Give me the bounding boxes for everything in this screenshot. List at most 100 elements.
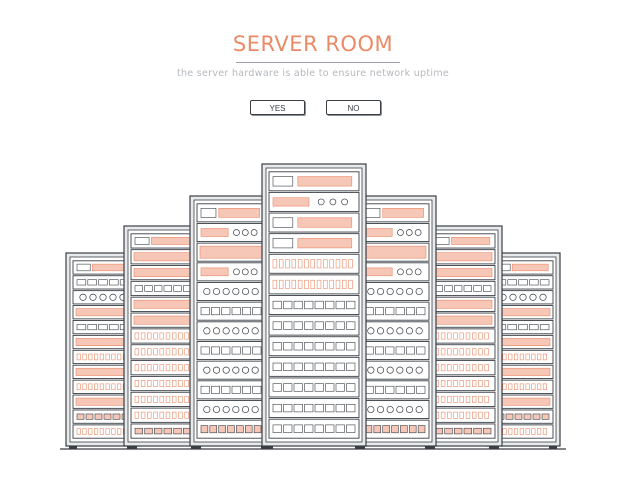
yes-button[interactable]: YES [250,100,305,115]
drive-slot [293,300,303,310]
vent-slot [153,364,158,372]
vent-slot [329,259,334,269]
vent-slot [153,348,158,356]
vent-slot [140,411,146,419]
indicator-light [367,405,375,414]
drive-slot [346,300,356,310]
drive-slot [272,383,282,392]
vent-slot [159,380,164,387]
drive-slot [293,424,303,433]
drive-slot [244,425,253,434]
drive-slot [539,324,550,331]
vent-slot [285,259,290,269]
vent-slot [99,428,104,435]
vent-slot [514,383,519,391]
vent-slot [159,348,164,356]
knob [405,229,413,236]
vent-slot [447,395,452,403]
vent-slot [82,428,87,435]
unit-panel [451,237,491,245]
vent-slot [478,395,483,403]
drive-slot [325,403,335,413]
drive-slot [272,321,282,330]
rack-foot [425,446,433,449]
rack-unit [268,356,360,377]
rack-unit [268,377,360,398]
vent-slot [519,353,524,361]
drive-slot [529,324,539,331]
drive-slot [483,285,492,292]
drive-slot [242,307,251,316]
unit-label [272,217,294,228]
indicator-light [212,405,221,414]
rack-unit [268,336,360,357]
vent-slot [447,348,452,356]
drive-slot [283,300,293,310]
indicator-light [415,366,423,374]
drive-slot [375,346,384,355]
drive-slot [304,342,314,351]
drive-slot [416,307,426,316]
drive-slot [314,362,324,371]
vent-slot [184,332,189,340]
vent-slot [178,411,183,419]
vent-slot [453,348,458,356]
knob [250,268,258,276]
drive-slot [382,425,390,434]
drive-slot [473,285,482,292]
knob [233,229,240,236]
unit-panel [218,208,260,218]
drive-slot [375,385,384,394]
vent-slot [440,395,446,403]
drive-slot [134,427,143,435]
drive-slot [200,307,210,316]
drive-slot [507,279,517,286]
vent-slot [440,332,446,340]
no-button[interactable]: NO [326,100,381,115]
vent-slot [465,395,471,403]
drive-slot [304,424,314,433]
vent-slot [329,279,334,289]
vent-slot [453,364,458,372]
unit-panel [364,267,393,277]
drive-slot [463,427,472,435]
vent-slot [134,380,140,387]
drive-slot [325,321,335,330]
drive-slot [391,425,399,434]
vent-slot [88,428,93,435]
unit-panel [272,197,310,207]
indicator-light [539,293,547,301]
knob [414,268,422,276]
unit-label [272,238,294,249]
vent-slot [111,353,116,361]
drive-slot [252,346,262,355]
unit-panel [75,367,131,376]
drive-slot [293,342,303,351]
vent-slot [134,411,140,419]
drive-slot [395,385,405,394]
unit-panel [297,238,353,249]
vent-slot [342,279,347,289]
drive-slot [385,385,395,394]
vent-slot [285,279,290,289]
indicator-light [396,287,404,296]
drive-slot [541,413,550,420]
vent-slot [478,348,483,356]
indicator-light [232,366,240,374]
vent-slot [159,364,164,372]
vent-slot [465,348,471,356]
drive-slot [293,321,303,330]
vent-slot [453,411,458,419]
vent-slot [117,428,122,435]
vent-slot [537,428,542,435]
drive-slot [304,383,314,392]
vent-slot [147,364,152,372]
drive-slot [200,346,210,355]
indicator-light [203,366,211,374]
rack-foot [193,446,201,449]
vent-slot [172,395,177,403]
drive-slot [385,346,395,355]
drive-slot [335,403,345,413]
vent-slot [447,332,452,340]
vent-slot [459,395,464,403]
